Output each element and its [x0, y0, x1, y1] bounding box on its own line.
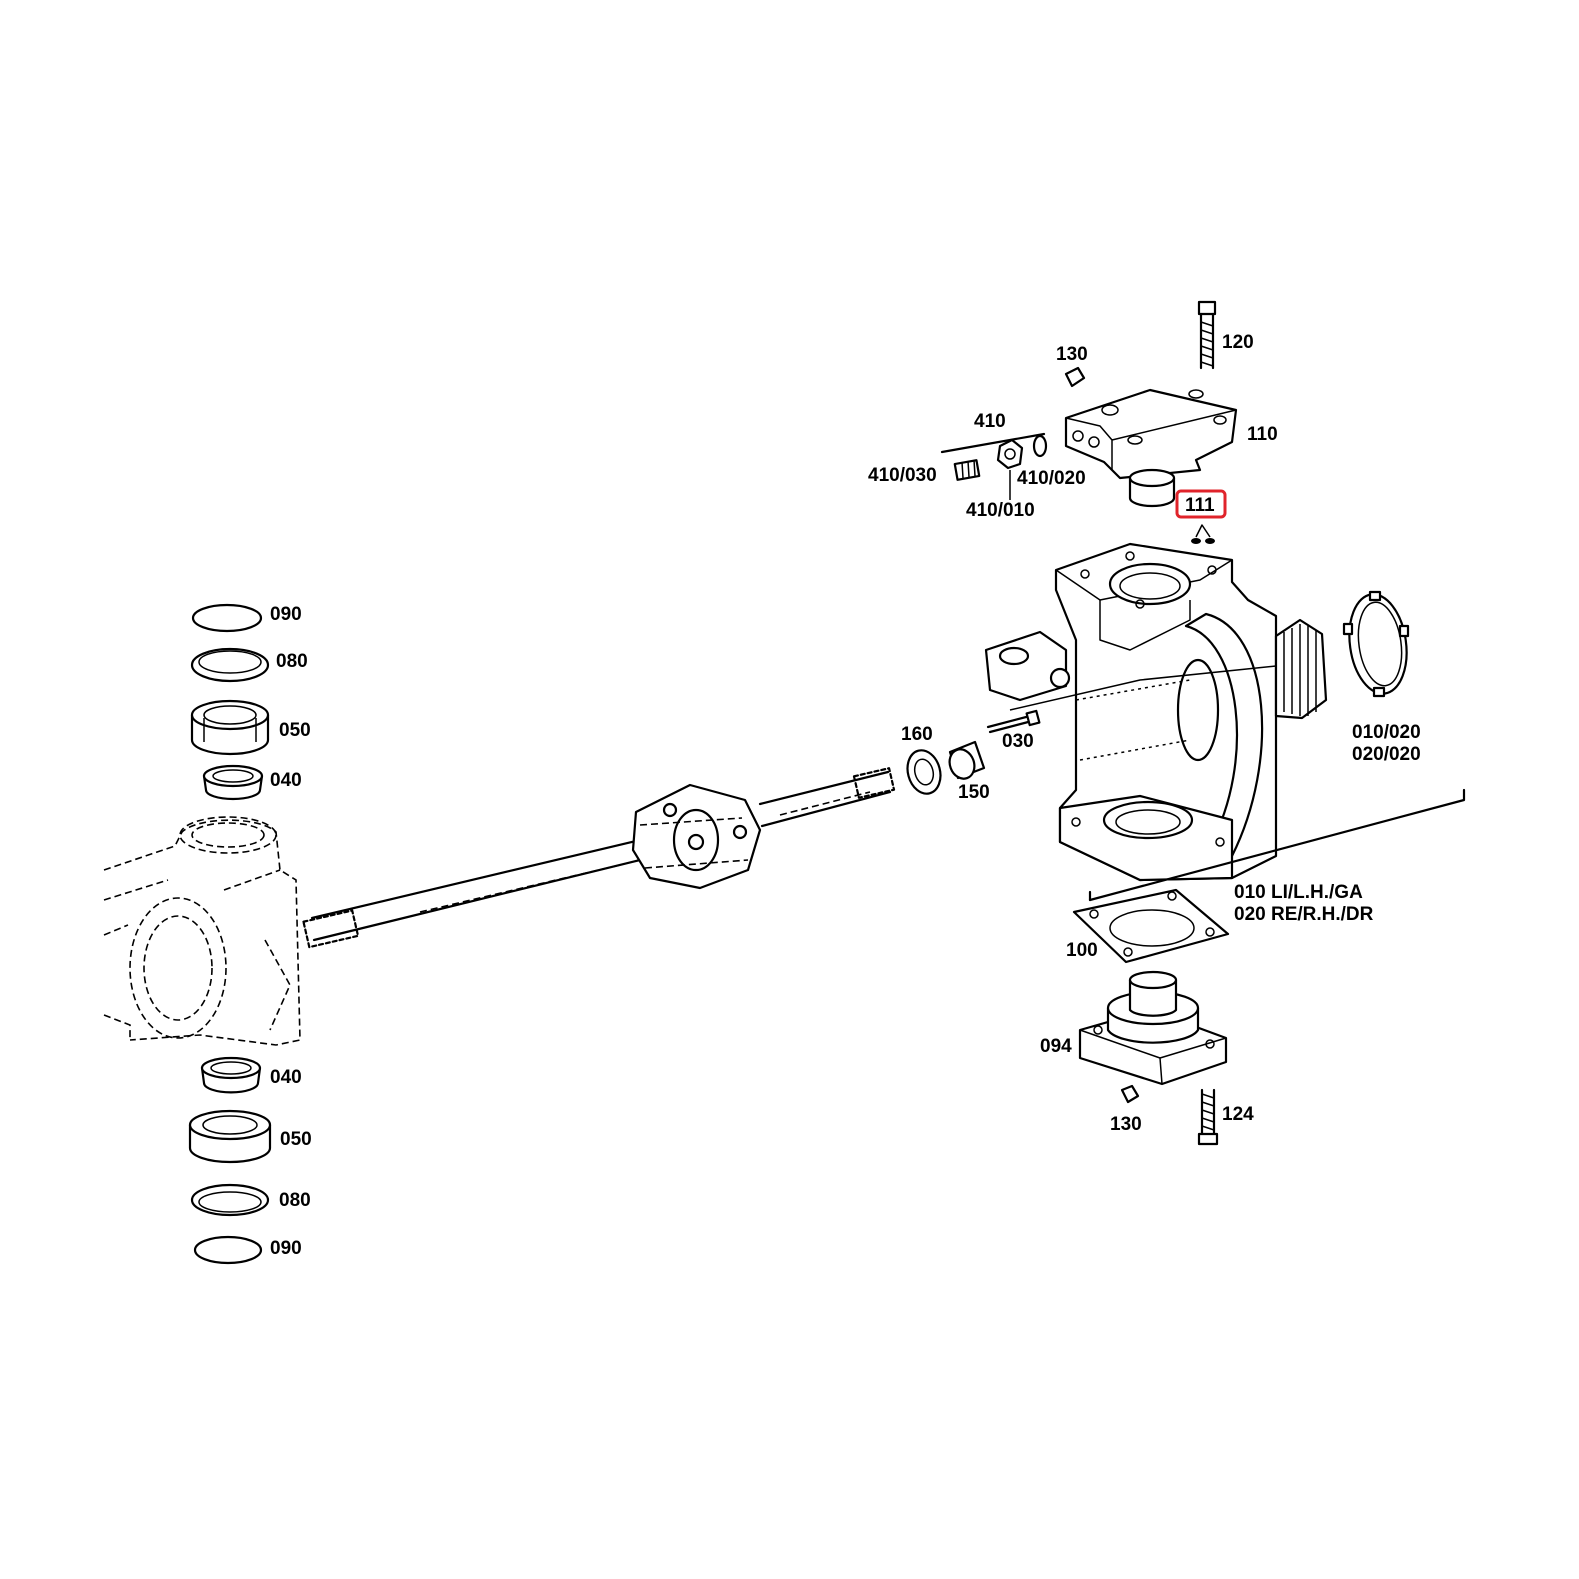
- label-080-bottom: 080: [279, 1190, 311, 1211]
- part-010-020-lock-nut[interactable]: [1342, 590, 1412, 698]
- part-150-bushing[interactable]: [946, 740, 986, 782]
- label-410-020: 410/020: [1017, 468, 1086, 489]
- label-410-030: 410/030: [868, 465, 937, 486]
- label-010-variant: 010 LI/L.H./GA: [1234, 882, 1363, 903]
- label-100: 100: [1066, 940, 1098, 961]
- part-040-top-cone[interactable]: [202, 764, 264, 801]
- part-040-bottom-cone[interactable]: [200, 1056, 262, 1094]
- part-094-lower-mount[interactable]: [1078, 970, 1228, 1086]
- part-110-upper-cap[interactable]: [1064, 388, 1238, 508]
- part-111-highlight-box: [1175, 489, 1227, 519]
- part-410-030-fitting[interactable]: [953, 459, 981, 481]
- part-100-gasket[interactable]: [1072, 888, 1230, 964]
- part-124-bolt[interactable]: [1197, 1088, 1219, 1146]
- part-410-020-oring[interactable]: [1032, 434, 1048, 458]
- part-090-top-oring[interactable]: [191, 603, 263, 633]
- label-040-top: 040: [270, 770, 302, 791]
- label-130-bottom: 130: [1110, 1114, 1142, 1135]
- label-410: 410: [974, 411, 1006, 432]
- label-020-variant: 020 RE/R.H./DR: [1234, 904, 1374, 925]
- part-050-top-bearing[interactable]: [190, 699, 270, 756]
- steering-knuckle[interactable]: [984, 542, 1328, 882]
- label-040-bottom: 040: [270, 1067, 302, 1088]
- label-111[interactable]: 111: [1185, 495, 1215, 516]
- part-410-010-nut[interactable]: [996, 438, 1024, 500]
- label-110: 110: [1247, 424, 1278, 445]
- label-090-bottom: 090: [270, 1238, 302, 1259]
- part-160-seal[interactable]: [903, 747, 945, 798]
- part-130-top-plug[interactable]: [1064, 366, 1086, 388]
- drive-shaft[interactable]: [302, 767, 896, 949]
- part-080-bottom-ring[interactable]: [190, 1183, 270, 1217]
- label-160: 160: [901, 724, 933, 745]
- label-050-top: 050: [279, 720, 311, 741]
- label-080-top: 080: [276, 651, 308, 672]
- part-050-bottom-bearing[interactable]: [188, 1109, 272, 1164]
- knuckle-variant-bracket: [1088, 788, 1466, 902]
- part-111-shims[interactable]: [1191, 524, 1215, 544]
- part-030-pin[interactable]: [986, 709, 1041, 734]
- label-030: 030: [1002, 731, 1034, 752]
- label-120: 120: [1222, 332, 1254, 353]
- label-094: 094: [1040, 1036, 1072, 1057]
- label-050-bottom: 050: [280, 1129, 312, 1150]
- part-090-bottom-oring[interactable]: [193, 1235, 263, 1265]
- axle-housing: [103, 816, 301, 1046]
- label-124: 124: [1222, 1104, 1254, 1125]
- label-020-020: 020/020: [1352, 744, 1421, 765]
- label-010-020: 010/020: [1352, 722, 1421, 743]
- part-120-bolt[interactable]: [1197, 300, 1217, 370]
- universal-joint[interactable]: [631, 783, 762, 890]
- part-080-top-ring[interactable]: [190, 647, 270, 683]
- part-410-bracket: [940, 432, 1046, 454]
- label-090-top: 090: [270, 604, 302, 625]
- part-130-bottom-plug[interactable]: [1120, 1084, 1140, 1104]
- label-410-010: 410/010: [966, 500, 1035, 521]
- label-150: 150: [958, 782, 990, 803]
- label-130-top: 130: [1056, 344, 1088, 365]
